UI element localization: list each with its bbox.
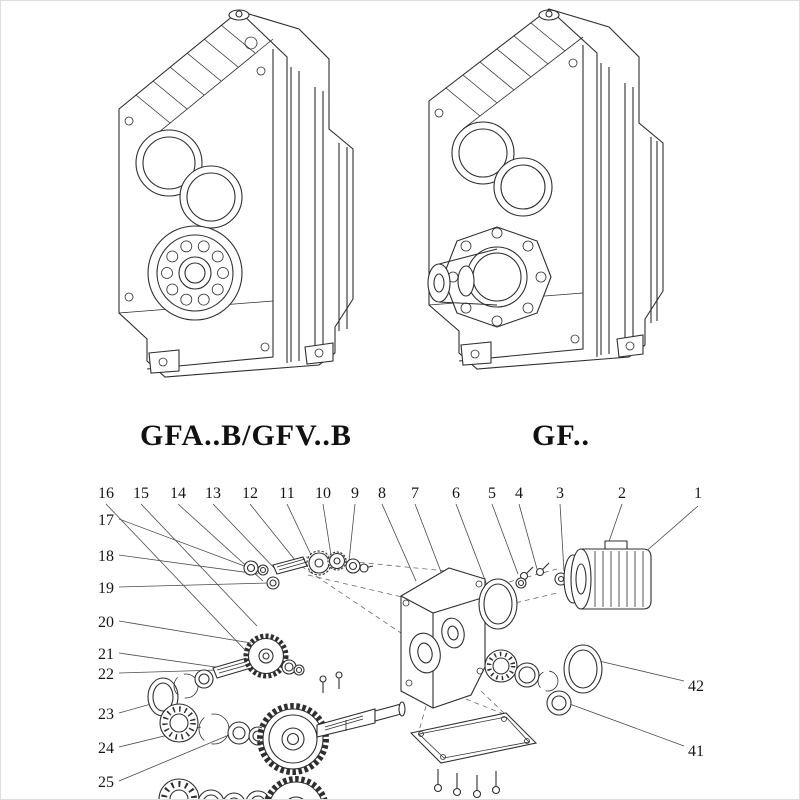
cooling-fins	[136, 25, 273, 137]
part-number-24: 24	[98, 740, 114, 757]
gasket-and-bolts	[479, 563, 549, 629]
output-flange-and-shaft	[428, 227, 551, 327]
mounting-feet	[461, 335, 643, 365]
part-number-10: 10	[315, 485, 331, 502]
intermediate-shaft-assembly	[148, 636, 304, 716]
part-number-19: 19	[98, 580, 114, 597]
part-number-5: 5	[488, 485, 496, 502]
mounting-feet	[149, 343, 333, 373]
part-number-12: 12	[242, 485, 258, 502]
part-number-labels: 16 15 14 13 12 11 10 9 8 7 6 5 4 3 2 1 1…	[98, 485, 704, 791]
part-number-23: 23	[98, 706, 114, 723]
part-number-21: 21	[98, 646, 114, 663]
output-side-rings	[485, 645, 602, 715]
part-number-4: 4	[515, 485, 523, 502]
part-number-8: 8	[378, 485, 386, 502]
filler-cap	[539, 10, 559, 20]
part-number-2: 2	[618, 485, 626, 502]
exploded-view: 16 15 14 13 12 11 10 9 8 7 6 5 4 3 2 1 1…	[98, 485, 704, 799]
bottom-row-parts	[159, 779, 326, 799]
gearbox-drawing-gf	[411, 1, 711, 401]
part-number-25: 25	[98, 774, 114, 791]
model-label-gf: GF..	[532, 419, 590, 452]
part-number-7: 7	[411, 485, 419, 502]
motor-unit	[555, 541, 651, 609]
flange-bolts	[125, 37, 269, 351]
housing-outline	[119, 11, 353, 377]
part-number-41: 41	[688, 743, 704, 760]
output-bearing	[148, 226, 242, 320]
part-number-17: 17	[98, 512, 114, 529]
exploded-housing	[401, 568, 485, 708]
model-label-gfab: GFA..B/GFV..B	[140, 419, 352, 452]
housing-outline	[429, 9, 663, 369]
side-ribs	[291, 67, 347, 362]
input-bores	[452, 122, 552, 216]
cooling-fins	[446, 23, 583, 129]
part-number-15: 15	[133, 485, 149, 502]
part-number-14: 14	[170, 485, 186, 502]
part-number-11: 11	[279, 485, 294, 502]
part-number-16: 16	[98, 485, 114, 502]
part-number-3: 3	[556, 485, 564, 502]
part-number-1: 1	[694, 485, 702, 502]
gearbox-drawing-gfab	[91, 1, 401, 411]
part-number-6: 6	[452, 485, 460, 502]
side-ribs	[601, 63, 657, 355]
flange-bolts	[435, 59, 579, 343]
part-number-9: 9	[351, 485, 359, 502]
input-bores	[136, 130, 242, 228]
part-number-18: 18	[98, 548, 114, 565]
cover-plate-and-bolts	[411, 713, 536, 798]
output-shaft-assembly	[160, 672, 405, 772]
part-number-20: 20	[98, 614, 114, 631]
part-number-22: 22	[98, 666, 114, 683]
part-number-13: 13	[205, 485, 221, 502]
part-number-42: 42	[688, 678, 704, 695]
filler-cap	[229, 10, 249, 20]
input-shaft-assembly	[244, 551, 373, 589]
